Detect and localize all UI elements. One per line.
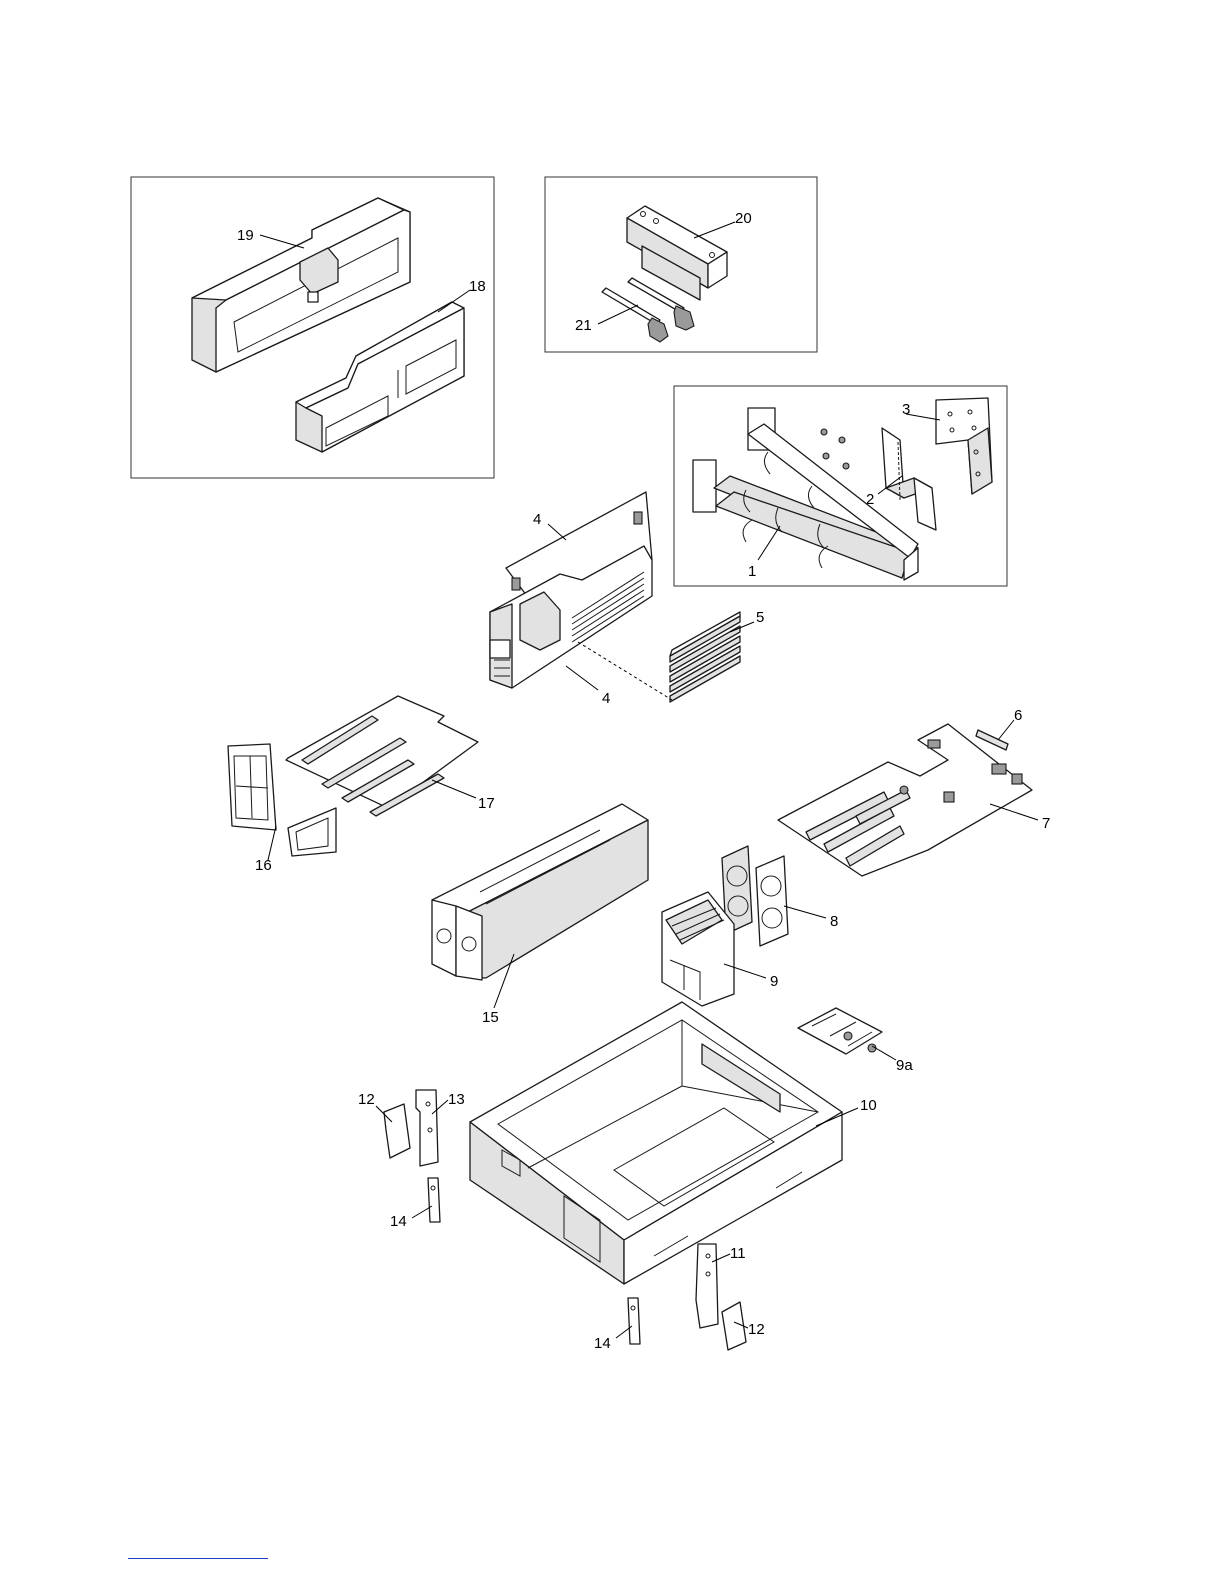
callout-13: 13 (448, 1091, 465, 1108)
part-12-latch-left (384, 1104, 410, 1158)
part-10-chassis (470, 1002, 842, 1284)
callout-18: 18 (469, 278, 486, 295)
install-path-line (578, 642, 672, 700)
callout-5: 5 (756, 609, 764, 626)
part-5-memory-modules (670, 612, 740, 702)
callout-9: 9 (770, 973, 778, 990)
part-2-bracket (882, 428, 936, 530)
callout-15: 15 (482, 1009, 499, 1026)
part-7-system-board (778, 724, 1032, 876)
callout-2: 2 (866, 491, 874, 508)
callout-1: 1 (748, 563, 756, 580)
part-15-power-supplies (432, 804, 648, 980)
callout-11: 11 (730, 1245, 746, 1262)
callout-12-left: 12 (358, 1091, 375, 1108)
part-17-board (286, 696, 478, 816)
callout-3: 3 (902, 401, 910, 418)
part-9-fan-assembly (662, 892, 734, 1006)
callout-10: 10 (860, 1097, 877, 1114)
callout-4-bottom: 4 (602, 690, 610, 707)
footer-rule (128, 1558, 268, 1559)
part-14-clip-left (428, 1178, 440, 1222)
callout-20: 20 (735, 210, 752, 227)
callout-9a: 9a (896, 1057, 913, 1074)
callout-21: 21 (575, 317, 592, 334)
rail-screws (821, 429, 849, 469)
callout-4-top: 4 (533, 511, 541, 528)
part-11-bracket-right (696, 1244, 718, 1328)
part-3-rail-plate (936, 398, 992, 494)
callout-19: 19 (237, 227, 254, 244)
part-9a-bracket (798, 1008, 882, 1054)
callout-17: 17 (478, 795, 495, 812)
callout-8: 8 (830, 913, 838, 930)
callout-16: 16 (255, 857, 272, 874)
callout-14-left: 14 (390, 1213, 407, 1230)
part-14-clip-right (628, 1298, 640, 1344)
callout-6: 6 (1014, 707, 1022, 724)
part-18-packaging-foam (296, 302, 464, 452)
callout-7: 7 (1042, 815, 1050, 832)
callout-14-right: 14 (594, 1335, 611, 1352)
part-13-bracket-left (416, 1090, 438, 1166)
part-4-board-assembly (490, 492, 652, 688)
callout-12-right: 12 (748, 1321, 765, 1338)
